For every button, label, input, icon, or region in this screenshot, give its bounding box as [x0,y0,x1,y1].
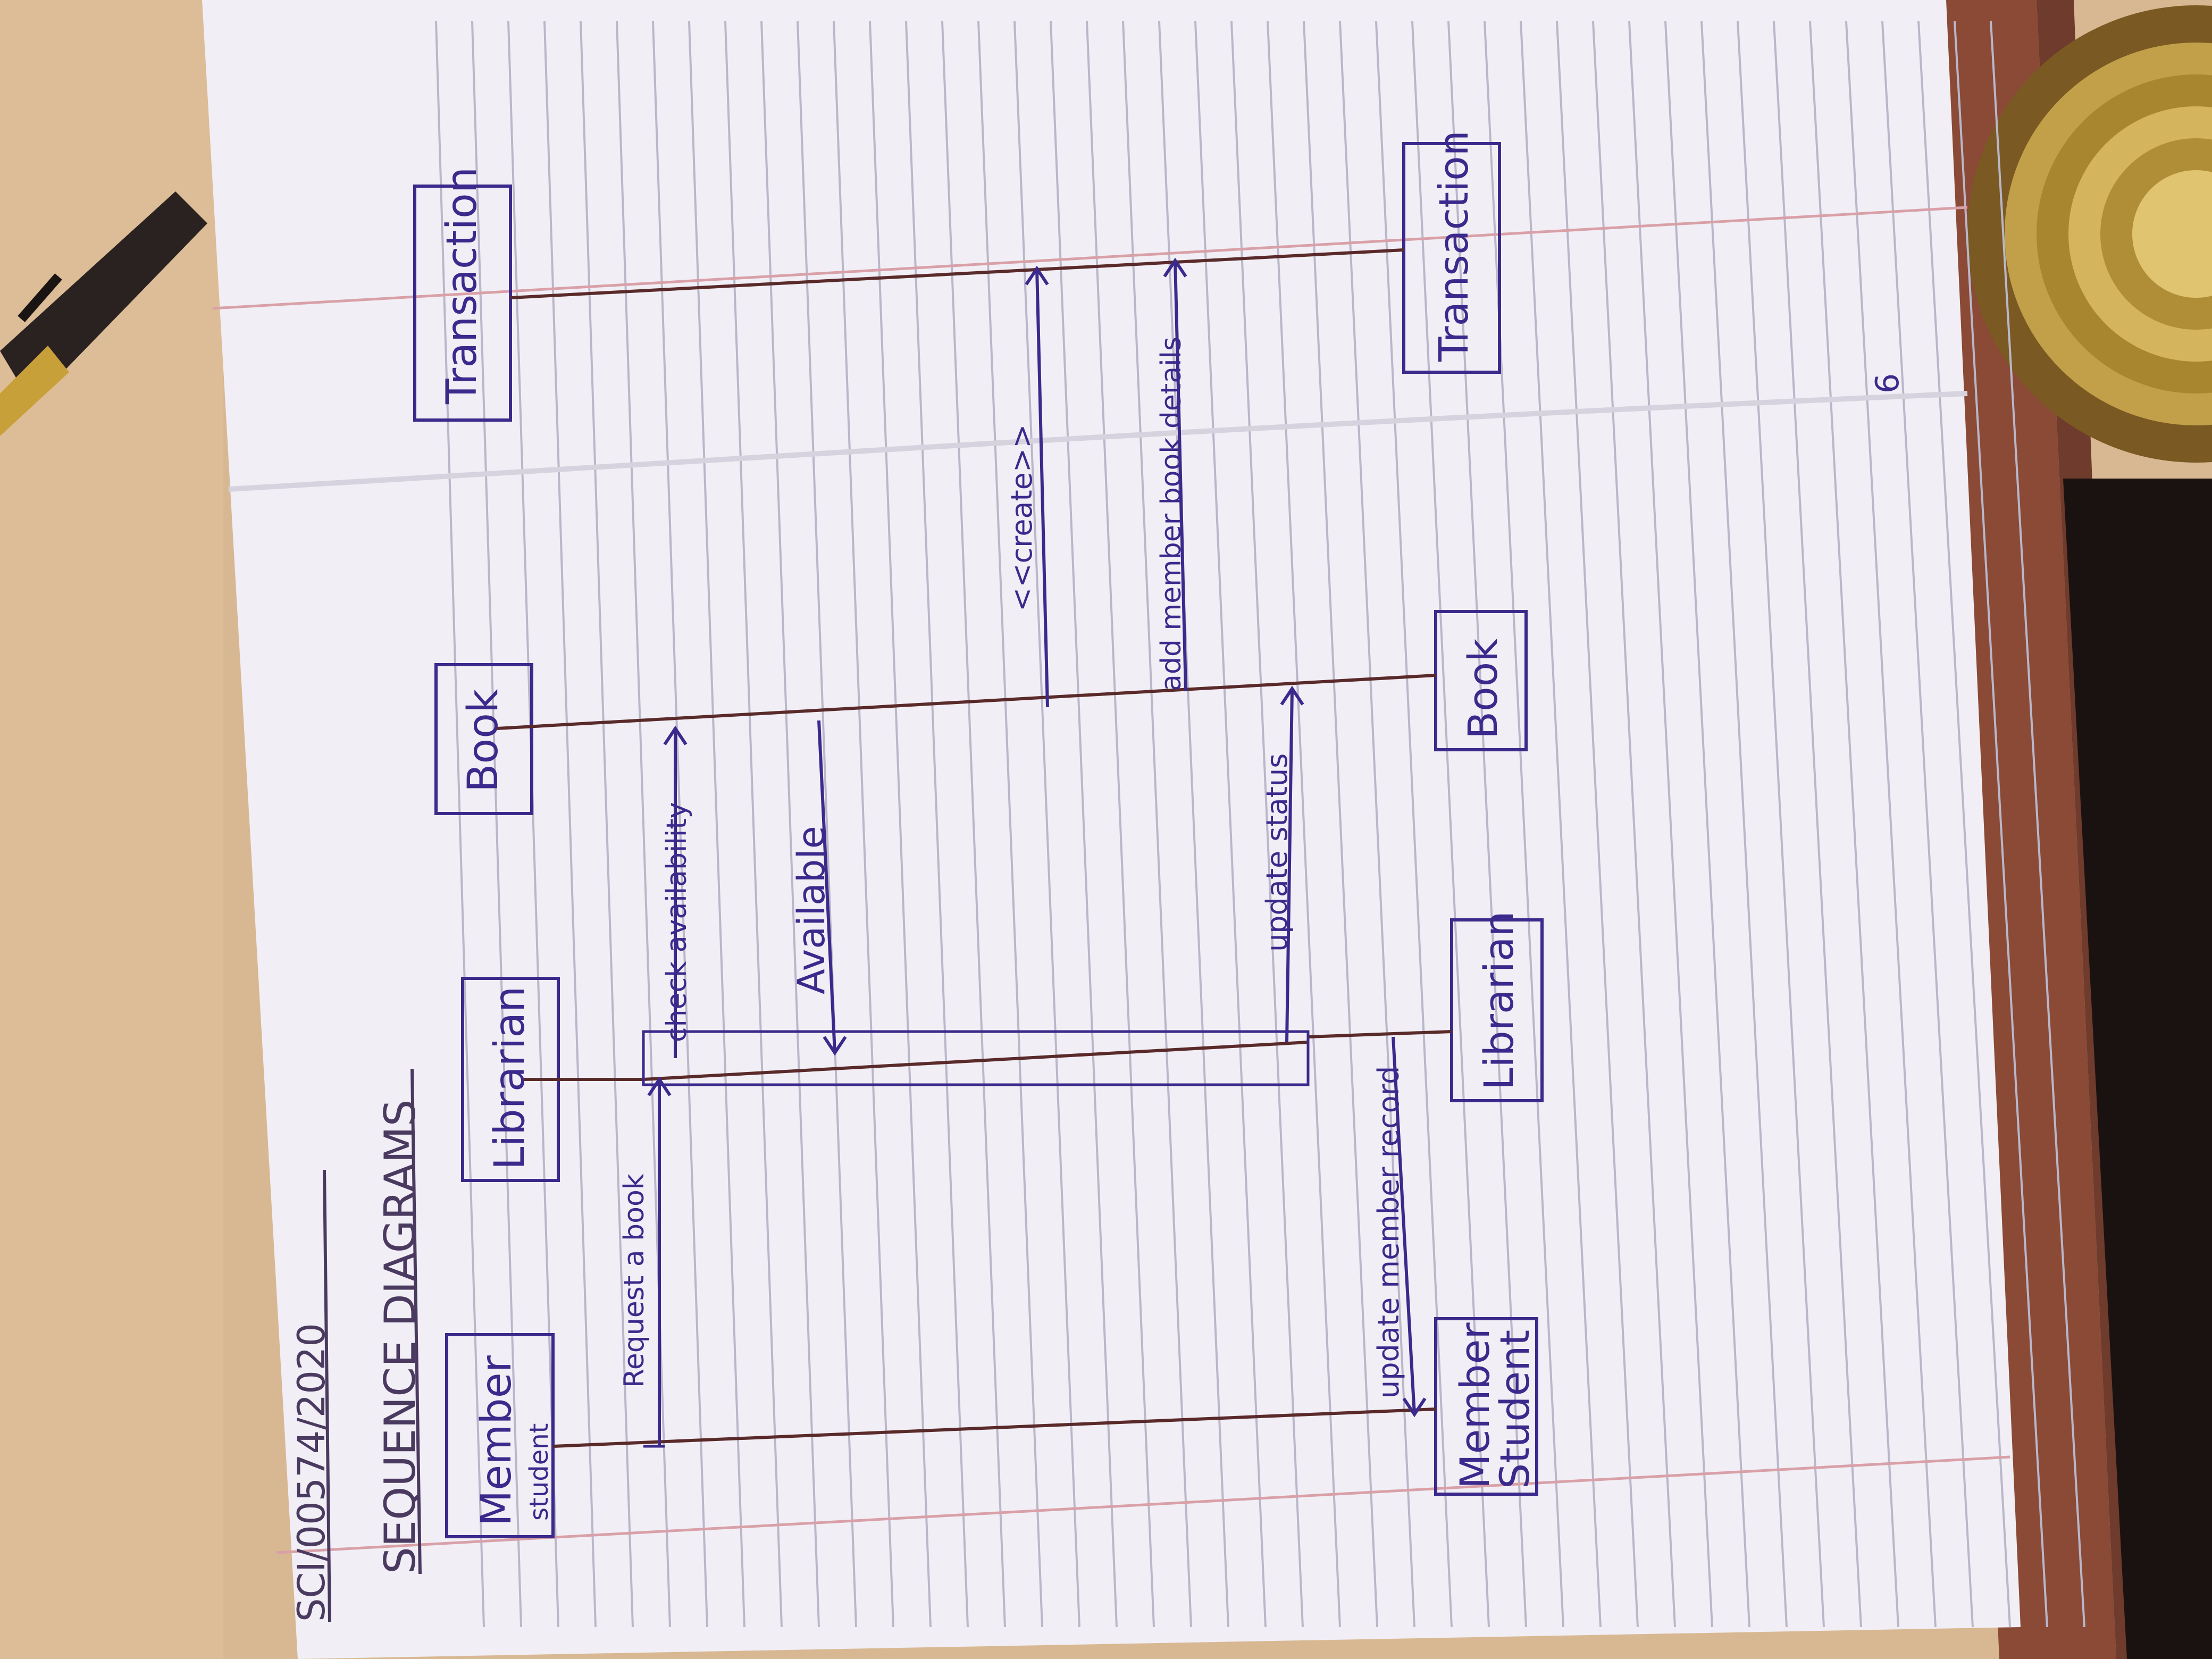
msg-update-status: update status [1260,753,1294,952]
ruled-line [1013,21,1080,1628]
ruled-line [1881,21,1974,1628]
participant-transaction-top: Transaction [413,167,512,422]
participant-book-bottom: Book [1434,610,1528,751]
ruled-line [1050,21,1118,1628]
msg-available: Available [790,826,833,994]
ruled-line [1664,21,1750,1628]
ruled-line [797,21,857,1628]
ruled-line [1339,21,1415,1628]
ruled-line [507,21,559,1628]
msg-create: <<create>> [1005,424,1038,611]
student-bottom-label: Student [1491,1330,1538,1489]
ruled-line [905,21,969,1628]
lifeline-librarian [643,1041,1309,1081]
msg-check-availability: check availability [661,802,693,1042]
ruled-line [1303,21,1378,1628]
lifeline-member [552,1407,1436,1448]
ruled-line [1484,21,1564,1628]
lifeline-transaction [510,248,1404,299]
desk-left-area [0,0,223,1659]
brass-object [1967,5,2212,463]
ruled-line [1375,21,1453,1628]
ruled-line [1592,21,1676,1628]
ruled-line [580,21,634,1628]
ruled-line [1158,21,1229,1628]
ruled-line [833,21,894,1628]
member-sublabel: student [524,1423,554,1521]
member-bottom-label: Member [1451,1322,1498,1489]
ruled-line [435,21,485,1628]
ruled-line [1086,21,1155,1628]
page-number: 6 [1869,373,1906,393]
arrow-update-member-record [1392,1036,1416,1415]
lifeline-librarian-end [1308,1030,1452,1038]
ruled-line [724,21,783,1628]
margin-line-top [212,206,1968,310]
arrow-create [1035,268,1049,708]
notebook-cover-edge [1925,0,2116,1659]
ruled-line [1122,21,1192,1628]
ruled-line [1411,21,1490,1628]
arrow-add-member-book-details [1174,260,1187,692]
transaction-bottom-label: Transaction [1430,130,1477,362]
msg-add-member-book-details: add member book details [1155,337,1187,691]
ruled-line [616,21,671,1628]
pen-icon [0,191,207,436]
msg-request-book: Request a book [618,1174,650,1388]
ruled-line [1447,21,1527,1628]
member-label: Member [473,1355,521,1526]
ruled-line [1845,21,1937,1628]
ruled-lines [435,21,2085,1628]
ruled-line [1809,21,1899,1628]
ruled-line [1194,21,1267,1628]
ruled-line [1267,21,1341,1628]
transaction-label: Transaction [438,167,486,405]
ruled-line [760,21,820,1628]
ruled-line [1700,21,1788,1628]
librarian-bottom-label: Librarian [1475,911,1522,1090]
ruled-line [1737,21,1825,1628]
ruled-line [977,21,1043,1628]
ruled-line [1773,21,1862,1628]
ruled-line [471,21,522,1628]
activation-librarian [642,1030,1310,1086]
margin-line-bottom [276,1455,2010,1554]
dark-background [2063,479,2212,1659]
participant-transaction-bottom: Transaction [1402,130,1501,374]
participant-book-top: Book [434,663,533,815]
book-label: Book [459,689,507,792]
book-bottom-label: Book [1459,639,1506,739]
ruled-line [941,21,1006,1628]
participant-member-top: Member student [445,1333,555,1538]
arrow-available [817,720,836,1053]
ruled-line [1990,21,2085,1628]
arrow-update-status [1285,688,1294,1043]
msg-update-member-record: update member record [1372,1066,1405,1398]
ruled-line [1230,21,1304,1628]
paper-fold [228,391,1968,492]
ruled-line [1628,21,1713,1628]
ruled-line [1917,21,2011,1628]
ruled-line [1556,21,1639,1628]
ruled-line [1954,21,2048,1628]
participant-member-bottom: Member Student [1434,1317,1538,1496]
participant-librarian-bottom: Librarian [1450,911,1544,1102]
lifeline-book [497,674,1436,730]
ruled-line [869,21,932,1628]
ruled-line [1520,21,1602,1628]
